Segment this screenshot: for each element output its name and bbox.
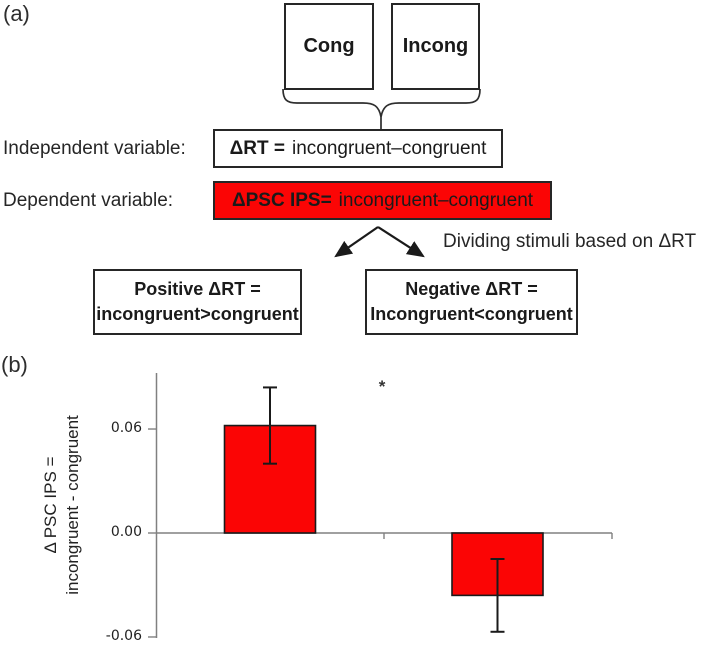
- y-axis-title-line1: Δ PSC IPS =: [41, 456, 60, 554]
- y-tick-label: 0.06: [110, 420, 142, 437]
- bar-chart: [148, 373, 613, 638]
- arrow-right-icon: [377, 226, 425, 258]
- y-tick-label: 0.00: [110, 524, 142, 540]
- panel-b-label: (b): [1, 352, 28, 377]
- panel-a-label: (a): [3, 1, 30, 26]
- delta-rt-definition: incongruent–congruent: [291, 137, 487, 159]
- dividing-stimuli-note: Dividing stimuli based on ΔRT: [443, 231, 697, 252]
- incongruent-stimulus-label: Incong: [402, 35, 469, 57]
- arrow-left-icon: [334, 226, 379, 258]
- positive-box-line1: Positive ΔRT =: [134, 279, 261, 299]
- independent-variable-equation-box: ΔRT = incongruent–congruent: [213, 129, 503, 168]
- incongruent-stimulus-box: Incong: [391, 3, 480, 90]
- dependent-variable-label: Dependent variable:: [3, 189, 174, 211]
- negative-delta-rt-box: Negative ΔRT = Incongruent<congruent: [365, 269, 578, 335]
- y-tick-label: -0.06: [105, 627, 142, 644]
- positive-delta-rt-box: Positive ΔRT = incongruent>congruent: [93, 269, 302, 335]
- psc-highlight-box: ΔPSC IPS= incongruent–congruent: [213, 181, 552, 220]
- negative-box-line1: Negative ΔRT =: [405, 279, 538, 299]
- delta-psc-term: ΔPSC IPS=: [231, 189, 332, 211]
- delta-rt-term: ΔRT =: [229, 137, 285, 159]
- y-axis-title: Δ PSC IPS = incongruent - congruent: [40, 400, 84, 610]
- positive-box-line2: incongruent>congruent: [96, 304, 299, 324]
- delta-psc-definition: incongruent–congruent: [338, 189, 534, 211]
- congruent-stimulus-label: Cong: [303, 35, 355, 57]
- brace-under-stimulus-boxes: [282, 88, 481, 129]
- independent-variable-label: Independent variable:: [3, 137, 186, 159]
- y-axis-title-line2: incongruent - congruent: [63, 415, 82, 595]
- congruent-stimulus-box: Cong: [284, 3, 374, 90]
- significance-asterisk: *: [378, 377, 386, 396]
- negative-box-line2: Incongruent<congruent: [370, 304, 573, 324]
